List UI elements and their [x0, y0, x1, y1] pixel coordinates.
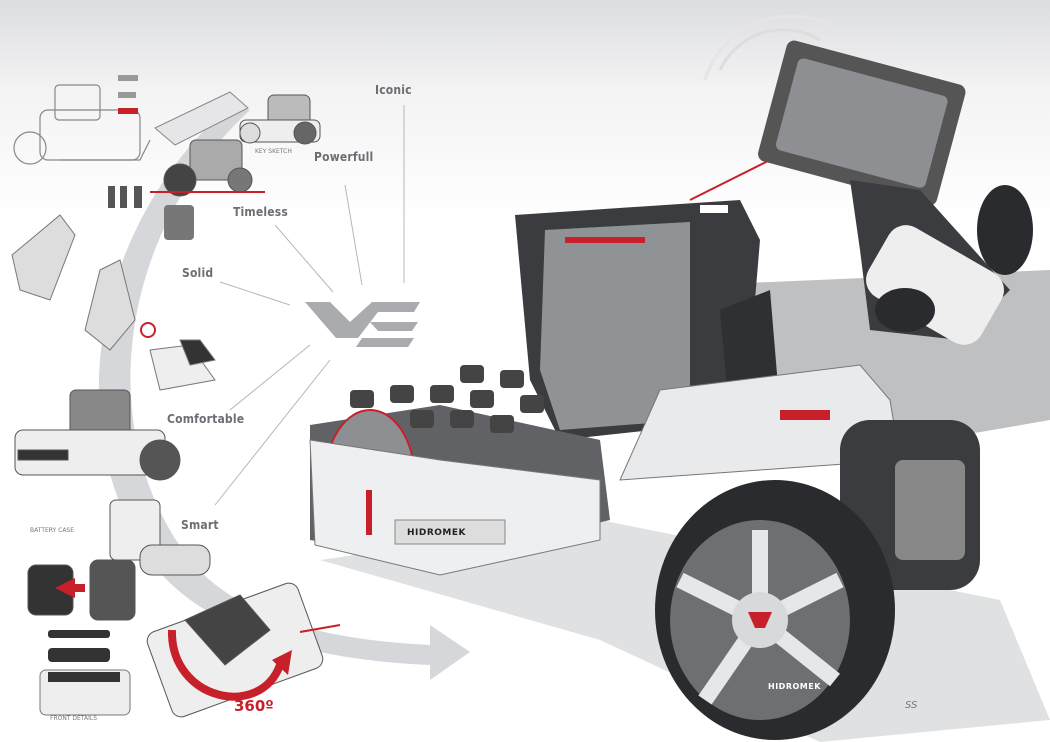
keyword-powerfull: Powerfull [314, 150, 374, 164]
sketch-light-modules [108, 186, 194, 240]
top-view-roller [703, 14, 1033, 345]
sketch-front-details [39, 630, 131, 716]
sketch-seat [11, 214, 216, 391]
sketch-compact-roller [14, 389, 181, 481]
sketch-rotating-cab [146, 582, 324, 718]
rotation-label: 360º [234, 697, 274, 715]
sketch-roller-middle [150, 139, 265, 197]
drum-brand-label: HIDROMEK [407, 528, 467, 538]
sketch-roller-side [239, 94, 321, 145]
keyword-timeless: Timeless [233, 205, 288, 219]
keyword-iconic: Iconic [375, 83, 412, 97]
sketch-small-vc-logos [118, 75, 138, 114]
main-vehicle [309, 200, 980, 740]
note-key-sketch: KEY SKETCH [255, 148, 292, 155]
rotation-arrow [167, 629, 284, 701]
note-front-details: FRONT DETAILS [50, 715, 98, 722]
note-battery-case: BATTERY CASE [30, 527, 75, 534]
sketch-roller-topleft [13, 84, 151, 165]
vc-logo [305, 302, 420, 347]
sketch-panel [154, 91, 249, 146]
keyword-solid: Solid [182, 266, 214, 280]
sketch-battery-case [27, 499, 211, 621]
connector-lines [214, 105, 405, 506]
wheel-brand-label: HIDROMEK [768, 682, 821, 691]
keyword-smart: Smart [181, 518, 219, 532]
keyword-comfortable: Comfortable [167, 412, 245, 426]
artist-signature: SS [905, 700, 918, 711]
